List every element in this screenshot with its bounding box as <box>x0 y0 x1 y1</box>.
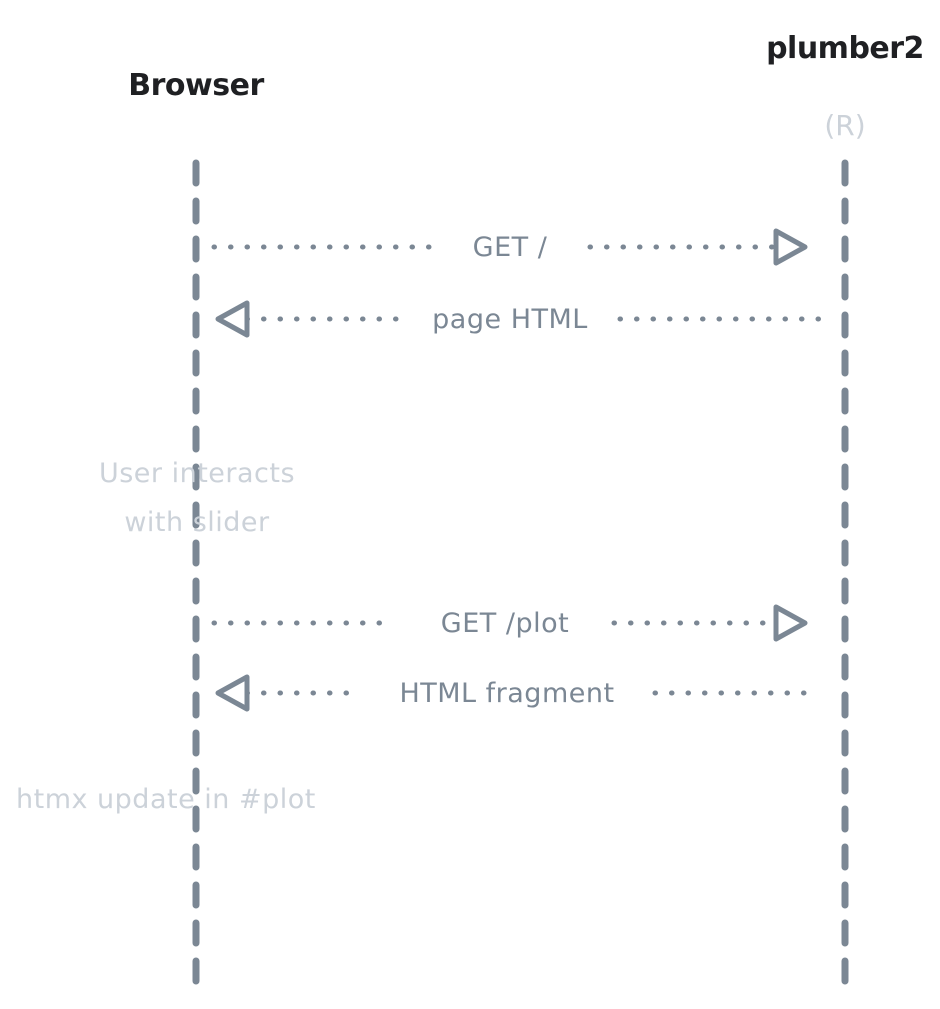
note-htmx-update: htmx update in #plot <box>16 784 316 815</box>
message-1-arrowhead-right <box>773 228 808 266</box>
note-user-interacts-slider: User interacts with slider <box>99 458 295 538</box>
participant-subtitle-plumber2: (R) <box>824 109 865 142</box>
message-4-arrowhead-left <box>215 674 250 712</box>
message-2-label: page HTML <box>432 304 588 335</box>
note-slider-line-2: with slider <box>124 507 270 538</box>
message-3-get-plot[interactable]: GET /plot <box>211 604 808 642</box>
participant-label-plumber2[interactable]: plumber2 <box>766 31 924 66</box>
participant-label-browser[interactable]: Browser <box>128 68 265 103</box>
participant-headers-group: Browser plumber2 (R) <box>128 31 924 142</box>
message-1-get-root[interactable]: GET / <box>211 228 808 266</box>
lifelines-group <box>192 159 849 992</box>
message-1-label: GET / <box>473 232 548 263</box>
message-4-label: HTML fragment <box>399 678 614 709</box>
message-2-page-html[interactable]: page HTML <box>215 300 823 338</box>
message-3-arrowhead-right <box>773 604 808 642</box>
message-2-arrowhead-left <box>215 300 250 338</box>
note-slider-line-1: User interacts <box>99 458 295 489</box>
message-3-label: GET /plot <box>441 608 569 639</box>
message-4-html-fragment[interactable]: HTML fragment <box>215 674 823 712</box>
note-htmx-line-1: htmx update in #plot <box>16 784 316 815</box>
